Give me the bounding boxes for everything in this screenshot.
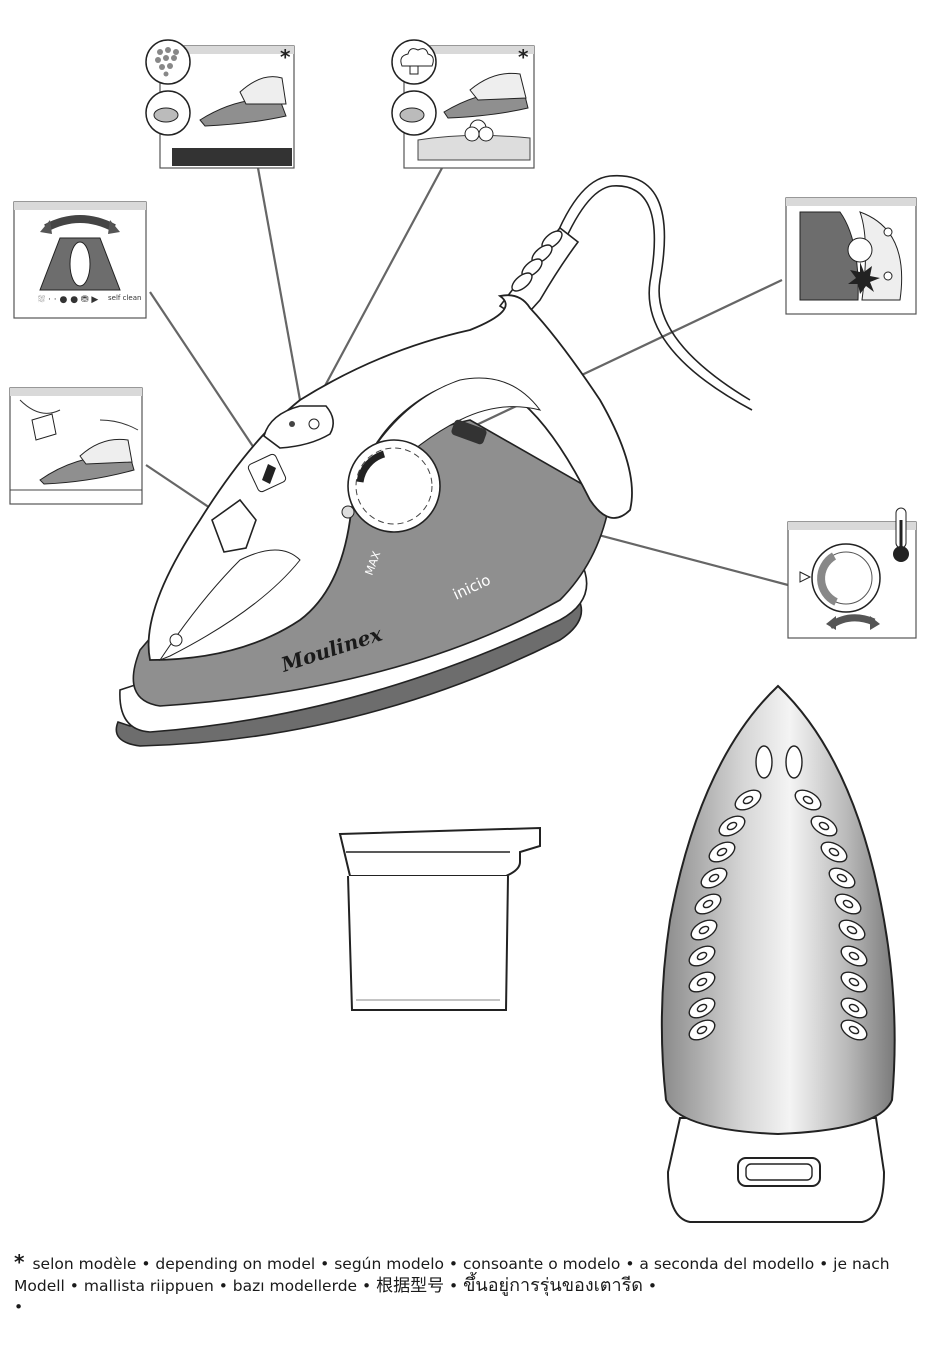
water-measuring-cup (340, 828, 540, 1010)
steam-hole-tip (786, 746, 802, 778)
filling-panel (10, 388, 142, 504)
indicator-light-panel (786, 198, 916, 314)
steam-selector-panel: ⛆ · · ● ● ⛃ ▶ self clean (14, 202, 146, 318)
footnote-line-1: * selon modèle • depending on model • seg… (14, 1252, 944, 1275)
iron-illustration: * * ⛆ · · ● ● ⛃ ▶ self clean (0, 0, 950, 1240)
spray-panel-marker: * (280, 45, 291, 69)
footnote-text-3: • (14, 1298, 23, 1316)
svg-text:⛆ · · ● ● ⛃ ▶: ⛆ · · ● ● ⛃ ▶ (38, 294, 98, 305)
footnote-text-chinese: 根据型号 (376, 1276, 444, 1296)
soleplate-view (662, 686, 895, 1222)
footnote-text-2c: • (648, 1277, 657, 1295)
footnote-text-2a: Modell • mallista riippuen • bazı modell… (14, 1277, 371, 1295)
steam-iron: MAX inicio Moulinex (116, 295, 632, 746)
steam-panel: * (392, 40, 534, 168)
spray-panel: * (146, 40, 294, 168)
steam-selector-label: self clean (108, 294, 141, 302)
footnote-text-1: selon modèle • depending on model • segú… (32, 1255, 889, 1273)
thermostat-panel (788, 508, 916, 638)
footnote-line-2: Modell • mallista riippuen • bazı modell… (14, 1275, 944, 1297)
steam-panel-marker: * (518, 45, 529, 69)
footnote-text-thai: ขึ้นอยู่การรุ่นของเตารีด (463, 1275, 643, 1296)
footnote-text-2b: • (449, 1277, 458, 1295)
footnote-marker: * (14, 1250, 24, 1274)
steam-hole-tip (756, 746, 772, 778)
model-footnote: * selon modèle • depending on model • seg… (14, 1252, 944, 1318)
footnote-line-3: • (14, 1297, 944, 1318)
